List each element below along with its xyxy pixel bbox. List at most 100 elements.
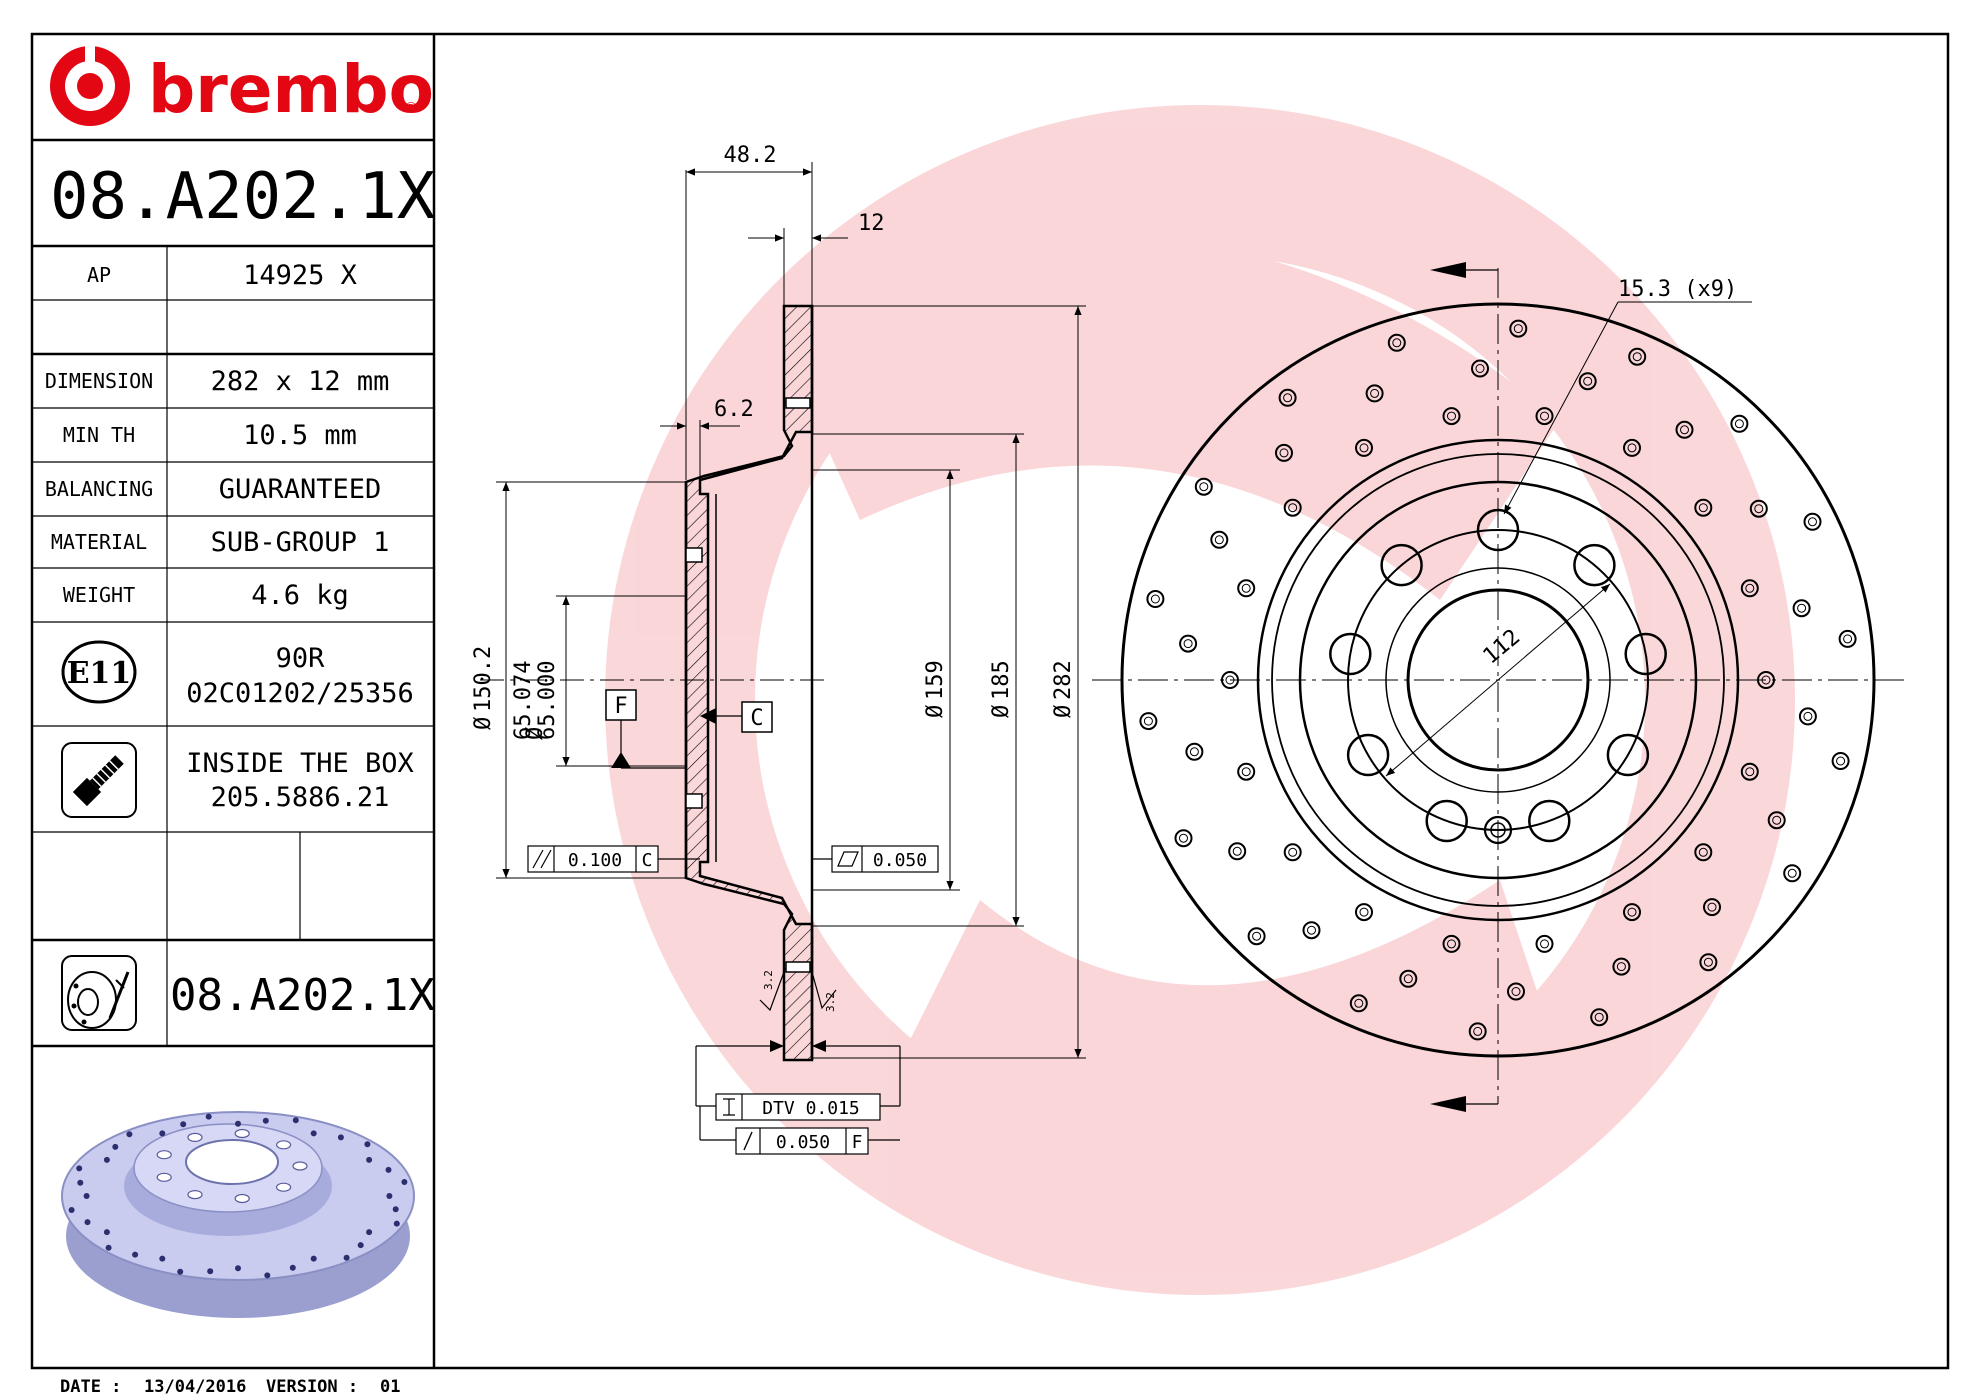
render-drill-hole: [262, 1117, 269, 1124]
drill-hole: [1237, 579, 1256, 598]
drill-hole-inner: [1288, 503, 1298, 513]
footer-version: 01: [380, 1377, 400, 1397]
render-drill-hole: [343, 1254, 350, 1261]
render-bolt-hole: [234, 1128, 250, 1139]
parallelism-value: 0.100: [568, 850, 622, 871]
dimension-150: Ø 150.2: [471, 481, 686, 879]
drill-hole-inner: [1359, 907, 1369, 917]
inside-box-line2: 205.5886.21: [211, 782, 390, 813]
render-drill-hole: [364, 1141, 371, 1148]
footer-date-label: DATE :: [60, 1377, 121, 1397]
render-drill-hole: [103, 1156, 110, 1163]
drill-hole-inner: [1843, 634, 1853, 644]
drill-hole-inner: [1594, 1012, 1604, 1022]
drill-hole: [1146, 590, 1165, 608]
render-drill-hole: [77, 1179, 84, 1186]
render-drill-hole: [310, 1255, 317, 1262]
spec-table: AP 14925 X DIMENSION 282 x 12 mm MIN TH …: [45, 260, 390, 611]
dtv-tolerance: DTV 0.015: [695, 1040, 901, 1121]
drill-hole-inner: [1540, 939, 1549, 949]
drill-hole-inner: [1403, 974, 1413, 984]
drill-hole: [1740, 579, 1759, 598]
drill-hole-inner: [1803, 711, 1813, 721]
render-drill-hole: [207, 1268, 214, 1275]
render-drill-hole: [235, 1265, 241, 1272]
render-drill-hole: [289, 1264, 296, 1271]
drill-hole-inner: [1392, 338, 1402, 348]
drill-hole-inner: [1703, 957, 1713, 967]
dimension-159: Ø 159: [812, 469, 960, 891]
inside-box-line1: INSIDE THE BOX: [186, 748, 414, 779]
render-drill-hole: [76, 1165, 83, 1172]
drill-hole-inner: [1199, 482, 1209, 492]
dtv-value: DTV 0.015: [762, 1098, 860, 1119]
footer-version-label: VERSION :: [266, 1377, 358, 1397]
bolt-hole: [1528, 799, 1571, 843]
drill-hole-inner: [1241, 583, 1251, 593]
footer: DATE : 13/04/2016 VERSION : 01: [60, 1377, 400, 1397]
render-drill-hole: [159, 1130, 166, 1137]
drill-hole: [1783, 864, 1802, 883]
drill-hole: [1798, 707, 1817, 726]
drill-hole: [1247, 927, 1266, 946]
drill-hole-inner: [1252, 931, 1262, 941]
render-bolt-hole: [187, 1132, 203, 1143]
drill-hole: [1699, 953, 1718, 972]
spec-value-balancing: GUARANTEED: [219, 474, 382, 505]
render-drill-hole: [112, 1143, 119, 1150]
title-block: [32, 34, 436, 1368]
cross-drill-holes: [1139, 319, 1857, 1041]
render-drill-hole: [401, 1179, 408, 1185]
render-drill-hole: [159, 1255, 166, 1262]
render-drill-hole: [103, 1229, 110, 1236]
brand-watermark: [605, 105, 1795, 1295]
part-number-title: 08.A202.1X: [50, 160, 435, 234]
drill-hole-inner: [1232, 846, 1242, 856]
drill-hole: [1387, 333, 1406, 352]
drill-hole: [1399, 969, 1418, 988]
drill-hole-inner: [1632, 352, 1642, 362]
section-view: [480, 304, 830, 1062]
drill-hole: [1275, 443, 1293, 462]
dim-dia-65-min: 65.000: [535, 661, 560, 740]
drill-hole: [1210, 530, 1229, 549]
drill-hole: [1283, 498, 1302, 517]
render-bolt-hole: [276, 1140, 292, 1150]
drill-hole-inner: [1734, 419, 1744, 429]
thickness-variation-icon: [723, 1098, 735, 1116]
dim-dia-185: 185: [989, 660, 1014, 700]
drill-hole-inner: [1214, 535, 1224, 545]
render-bolt-hole: [156, 1150, 172, 1160]
drill-hole-inner: [1787, 868, 1797, 878]
drill-hole: [1838, 629, 1857, 648]
sheet-border: [30, 32, 1950, 1370]
inside-box-row: INSIDE THE BOX 205.5886.21: [61, 742, 414, 818]
dimension-thickness: 12: [748, 211, 885, 306]
dimension-overall-width: 48.2: [685, 143, 813, 480]
dim-dia-150-symbol: Ø: [471, 717, 496, 730]
drilled-disc-icon: [61, 955, 137, 1031]
section-arrow-bottom-icon: [1430, 1096, 1466, 1112]
drill-hole-inner: [1616, 962, 1626, 972]
spec-value-min-th: 10.5 mm: [243, 420, 357, 451]
drill-hole-inner: [1283, 393, 1293, 403]
drill-hole: [1283, 843, 1302, 862]
drill-hole-inner: [1540, 411, 1549, 421]
drill-hole-inner: [1698, 503, 1708, 513]
drill-hole-inner: [1447, 939, 1456, 949]
render-bolt-hole: [234, 1193, 250, 1204]
drill-hole: [1749, 499, 1768, 518]
render-drill-hole: [180, 1121, 187, 1128]
approval-row: E11 90R 02C01202/25356: [61, 640, 414, 709]
bolt-hole: [1329, 632, 1372, 676]
drill-hole-inner: [1354, 998, 1364, 1008]
spec-value-ap: 14925 X: [243, 260, 357, 291]
render-drill-hole: [235, 1120, 241, 1127]
dimension-65: 65.074 65.000 Ø: [511, 595, 686, 767]
dim-dia-159-symbol: Ø: [923, 705, 948, 718]
datum-f-label: F: [614, 694, 627, 719]
drill-hole-inner: [1473, 1026, 1483, 1036]
drill-hole: [1730, 414, 1749, 433]
drill-hole-inner: [1179, 833, 1188, 843]
